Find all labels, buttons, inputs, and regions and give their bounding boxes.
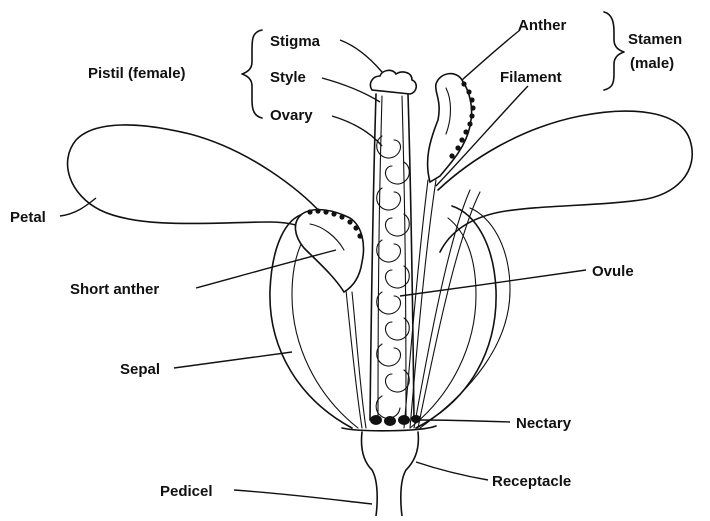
- label-ovule: Ovule: [592, 263, 634, 280]
- label-stigma: Stigma: [270, 33, 321, 50]
- label-short-anther: Short anther: [70, 281, 159, 298]
- label-filament: Filament: [500, 69, 562, 86]
- label-receptacle: Receptacle: [492, 473, 571, 490]
- pistil-bracket: [242, 30, 262, 118]
- label-petal: Petal: [10, 209, 46, 226]
- label-style: Style: [270, 69, 306, 86]
- right-petal: [438, 111, 692, 252]
- label-stamen: Stamen: [628, 31, 682, 48]
- label-ovary: Ovary: [270, 107, 313, 124]
- label-sepal: Sepal: [120, 361, 160, 378]
- left-petal: [68, 125, 334, 250]
- label-pistil: Pistil (female): [88, 65, 186, 82]
- label-stamen-male: (male): [630, 55, 674, 72]
- label-nectary: Nectary: [516, 415, 572, 432]
- label-anther: Anther: [518, 17, 566, 34]
- stamen-bracket: [604, 12, 624, 90]
- short-anther: [295, 208, 363, 292]
- label-pedicel: Pedicel: [160, 483, 213, 500]
